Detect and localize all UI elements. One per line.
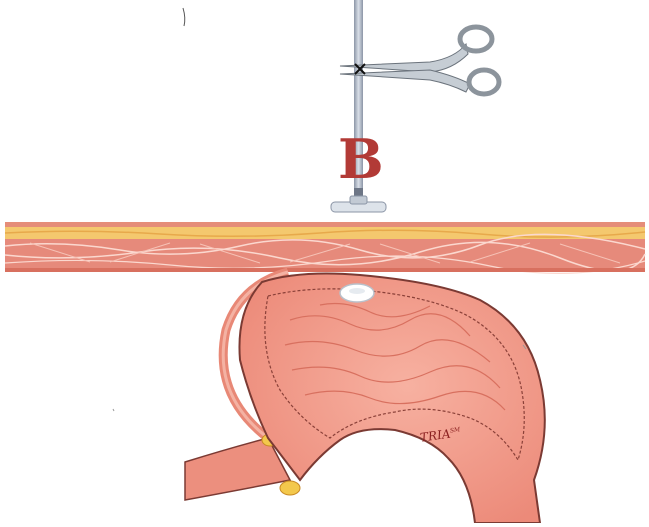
fatty-deposit bbox=[280, 481, 300, 495]
signature-mark: SM bbox=[450, 426, 461, 434]
external-bumper bbox=[331, 188, 386, 212]
panel-letter: B bbox=[338, 132, 384, 186]
abdominal-wall bbox=[5, 222, 645, 273]
scissors-icon bbox=[340, 27, 499, 94]
stray-mark bbox=[183, 8, 185, 26]
stray-mark bbox=[113, 409, 114, 411]
